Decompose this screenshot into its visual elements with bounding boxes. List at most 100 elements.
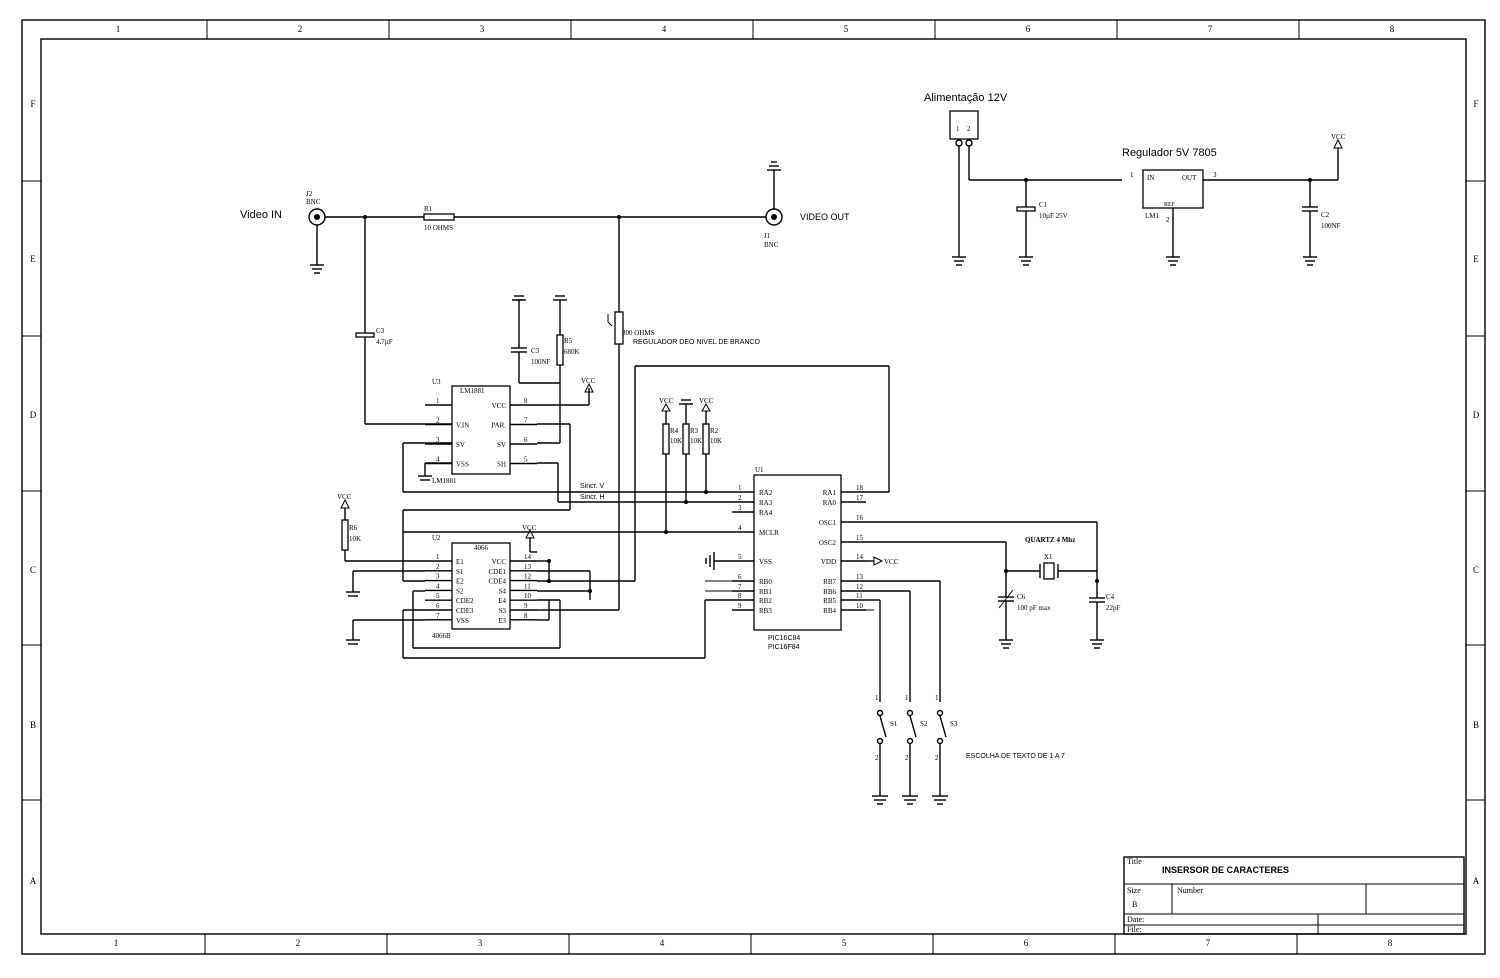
pin-name: SV xyxy=(456,441,465,449)
c3b-value: 100NF xyxy=(531,358,551,366)
size-label: Size xyxy=(1127,886,1141,895)
pot-value: 300 OHMS xyxy=(622,329,655,337)
pin-name: RB6 xyxy=(823,588,836,596)
r1-ref: R1 xyxy=(424,205,433,213)
ground-icon xyxy=(310,264,324,274)
u1-name2: PIC16F84 xyxy=(768,644,800,651)
ic-4066 xyxy=(451,542,511,630)
c4-value: 22pF xyxy=(1106,604,1121,612)
power-supply-section: Alimentação 12V 1 2 C1 10µF 25V Regulado… xyxy=(924,92,1346,266)
row-label: B xyxy=(1473,720,1479,730)
bnc-output-connector xyxy=(765,170,783,226)
pin-number: 3 xyxy=(738,504,742,512)
c2-value: 100NF xyxy=(1321,222,1341,230)
lm1-in: IN xyxy=(1147,174,1154,182)
pin-number: 16 xyxy=(856,514,864,522)
pin-name: SV xyxy=(497,441,506,449)
ground-icon xyxy=(999,639,1013,649)
capacitor-c1-electrolytic xyxy=(1016,206,1036,212)
u3-name: LM1881 xyxy=(460,387,485,395)
col-label: 6 xyxy=(1026,24,1031,34)
lm1-ref: LM1 xyxy=(1145,212,1160,220)
ground-icon xyxy=(1019,256,1033,266)
connector-pin: 2 xyxy=(967,125,971,133)
row-label: B xyxy=(30,720,36,730)
pin-name: RA0 xyxy=(823,499,837,507)
u3-name2: LM1881 xyxy=(432,477,457,485)
c3a-ref: C3 xyxy=(376,327,385,335)
switch-s3[interactable]: 1 2 S3 xyxy=(932,694,958,805)
switch-pin: 2 xyxy=(935,754,939,762)
pin-name: CDE4 xyxy=(489,578,507,586)
resistor-r1 xyxy=(423,213,455,221)
u3-ref: U3 xyxy=(432,378,441,386)
pin-name: VSS xyxy=(456,461,469,469)
vcc-label: VCC xyxy=(522,524,537,532)
pin-number: 11 xyxy=(856,592,863,600)
date-label: Date: xyxy=(1127,915,1144,924)
potentiometer-300-ohms xyxy=(614,311,624,345)
ground-icon xyxy=(512,295,526,301)
resistor-r4 xyxy=(662,423,670,455)
switch-ref: S3 xyxy=(950,720,958,728)
pin-number: 5 xyxy=(524,456,528,464)
ground-icon xyxy=(1303,256,1317,266)
col-label: 1 xyxy=(114,938,119,948)
vcc-label: VCC xyxy=(659,397,674,405)
switch-ref: S2 xyxy=(920,720,928,728)
pin-number: 1 xyxy=(436,397,440,405)
pin-name: RA2 xyxy=(759,489,773,497)
r4-ref: R4 xyxy=(670,427,679,435)
r5-ref: R5 xyxy=(564,337,573,345)
pin-name: RB3 xyxy=(759,607,772,615)
crystal-x1 xyxy=(1043,562,1055,580)
bnc-input-connector xyxy=(308,208,326,265)
u2-name2: 4066B xyxy=(432,632,451,640)
sincr-v-label: Sincr. V xyxy=(580,483,604,490)
ground-icon xyxy=(1090,639,1104,649)
j2-ref: J2 xyxy=(306,190,313,198)
vcc-label: VCC xyxy=(337,493,352,501)
r2-value: 10K xyxy=(710,437,722,445)
regulador-branco-label: REGULADOR DEO NIVEL DE BRANCO xyxy=(633,339,760,346)
pin-name: VSS xyxy=(456,617,469,625)
pin-number: 7 xyxy=(436,612,440,620)
c2-ref: C2 xyxy=(1321,211,1330,219)
c3a-value: 4.7µF xyxy=(376,338,393,346)
pic-section: VCC R4 10K R3 10K VCC R2 10K U1 xyxy=(403,397,1121,805)
pin-number: 4 xyxy=(436,456,440,464)
col-label: 5 xyxy=(844,24,849,34)
switch-pin: 1 xyxy=(935,694,939,702)
pin-number: 13 xyxy=(524,563,532,571)
alimentacao-label: Alimentação 12V xyxy=(924,92,1008,104)
pin-number: 18 xyxy=(856,484,864,492)
ground-icon xyxy=(952,256,966,266)
title-block: Title INSERSOR DE CARACTERES Size B Numb… xyxy=(1123,856,1465,935)
switch-ref: S1 xyxy=(890,720,898,728)
row-label: F xyxy=(1473,99,1478,109)
pin-name: RB4 xyxy=(823,607,836,615)
size-value: B xyxy=(1132,900,1137,909)
pin-name: E4 xyxy=(498,597,506,605)
pin-number: 8 xyxy=(524,612,528,620)
pin-name: CDE2 xyxy=(456,597,474,605)
ic-lm1881 xyxy=(451,385,511,475)
pin-name: RB1 xyxy=(759,588,772,596)
pin-number: 5 xyxy=(436,592,440,600)
vcc-label: VCC xyxy=(699,397,714,405)
regulador-label: Regulador 5V 7805 xyxy=(1122,147,1217,159)
regulator-pin: 2 xyxy=(1166,216,1170,224)
col-label: 6 xyxy=(1024,938,1029,948)
c4-ref: C4 xyxy=(1106,593,1115,601)
pin-name: E3 xyxy=(498,617,506,625)
ground-icon xyxy=(872,795,888,805)
pin-number: 7 xyxy=(524,417,528,425)
pin-number: 9 xyxy=(524,602,528,610)
pin-number: 6 xyxy=(524,436,528,444)
